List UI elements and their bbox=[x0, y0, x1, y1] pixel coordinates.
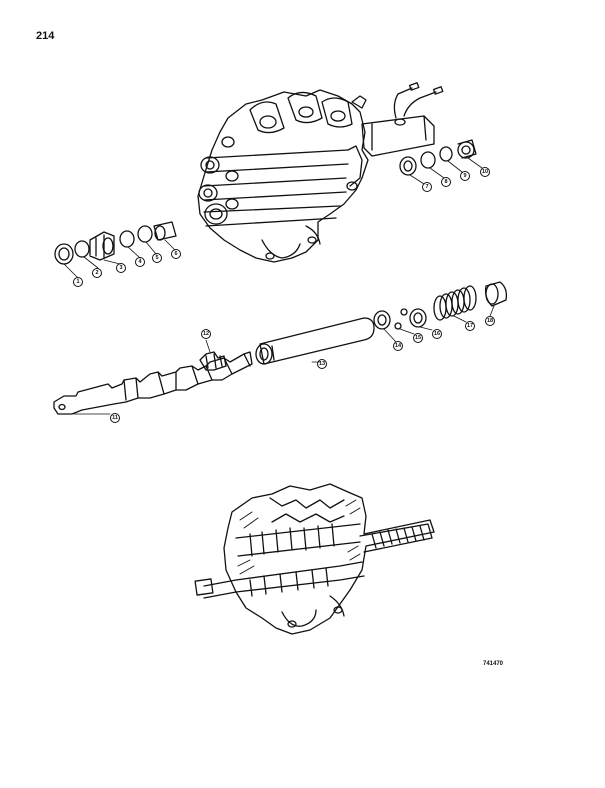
part-14-washer bbox=[373, 310, 391, 330]
callout-6: 6 bbox=[171, 249, 181, 259]
part-1-seal bbox=[54, 243, 74, 265]
svg-text:12: 12 bbox=[203, 331, 209, 337]
svg-text:13: 13 bbox=[319, 361, 325, 367]
upper-left-small-parts bbox=[54, 221, 177, 265]
callout-15: 15 bbox=[413, 333, 423, 343]
svg-text:16: 16 bbox=[434, 331, 440, 337]
svg-text:1: 1 bbox=[76, 279, 79, 285]
svg-text:3: 3 bbox=[119, 265, 122, 271]
upper-right-small-parts bbox=[399, 139, 477, 176]
part-16-spring bbox=[433, 285, 477, 321]
svg-text:8: 8 bbox=[444, 179, 447, 185]
part-14-ball bbox=[394, 322, 402, 330]
svg-text:10: 10 bbox=[482, 169, 488, 175]
svg-text:11: 11 bbox=[112, 415, 118, 421]
svg-text:5: 5 bbox=[155, 255, 158, 261]
callout-12: 12 bbox=[201, 329, 211, 339]
leader-lines bbox=[63, 157, 495, 415]
part-3-nut bbox=[89, 231, 115, 261]
callout-11: 11 bbox=[110, 413, 120, 423]
svg-text:15: 15 bbox=[415, 335, 421, 341]
part-2-o-ring bbox=[74, 240, 90, 258]
svg-text:17: 17 bbox=[467, 323, 473, 329]
spring-seat-part-12 bbox=[199, 351, 227, 371]
callout-bubbles: 1 2 3 4 5 6 7 8 9 10 11 12 13 14 15 16 1… bbox=[73, 167, 495, 423]
svg-text:14: 14 bbox=[395, 343, 402, 349]
callout-7: 7 bbox=[422, 182, 432, 192]
svg-text:4: 4 bbox=[138, 259, 142, 265]
middle-right-small-parts bbox=[373, 281, 508, 330]
callout-4: 4 bbox=[135, 257, 145, 267]
svg-text:18: 18 bbox=[487, 318, 493, 324]
callout-5: 5 bbox=[152, 253, 162, 263]
callout-2: 2 bbox=[92, 268, 102, 278]
valve-body bbox=[197, 82, 444, 263]
part-15-washer bbox=[409, 308, 427, 328]
svg-text:9: 9 bbox=[463, 173, 466, 179]
part-15-ball bbox=[400, 308, 408, 316]
part-7-plug bbox=[399, 156, 417, 176]
page-number: 214 bbox=[36, 30, 55, 42]
callout-10: 10 bbox=[480, 167, 490, 177]
part-6-sleeve bbox=[153, 221, 177, 241]
part-9-o-ring bbox=[439, 146, 453, 162]
callout-1: 1 bbox=[73, 277, 83, 287]
part-4-o-ring bbox=[119, 230, 135, 248]
part-8-o-ring bbox=[420, 151, 436, 169]
svg-text:7: 7 bbox=[425, 184, 428, 190]
part-5-o-ring bbox=[137, 225, 153, 243]
sleeve-part-13 bbox=[255, 317, 375, 365]
drawing-reference-number: 741470 bbox=[483, 661, 504, 667]
callout-9: 9 bbox=[460, 171, 470, 181]
cutaway-assembly bbox=[194, 483, 435, 635]
callout-13: 13 bbox=[317, 359, 327, 369]
callout-3: 3 bbox=[116, 263, 126, 273]
callout-18: 18 bbox=[485, 316, 495, 326]
callout-8: 8 bbox=[441, 177, 451, 187]
callout-14: 14 bbox=[393, 341, 403, 351]
callout-17: 17 bbox=[465, 321, 475, 331]
svg-text:2: 2 bbox=[95, 270, 98, 276]
svg-text:6: 6 bbox=[174, 251, 177, 257]
callout-16: 16 bbox=[432, 329, 442, 339]
spool-part-11 bbox=[53, 351, 253, 415]
